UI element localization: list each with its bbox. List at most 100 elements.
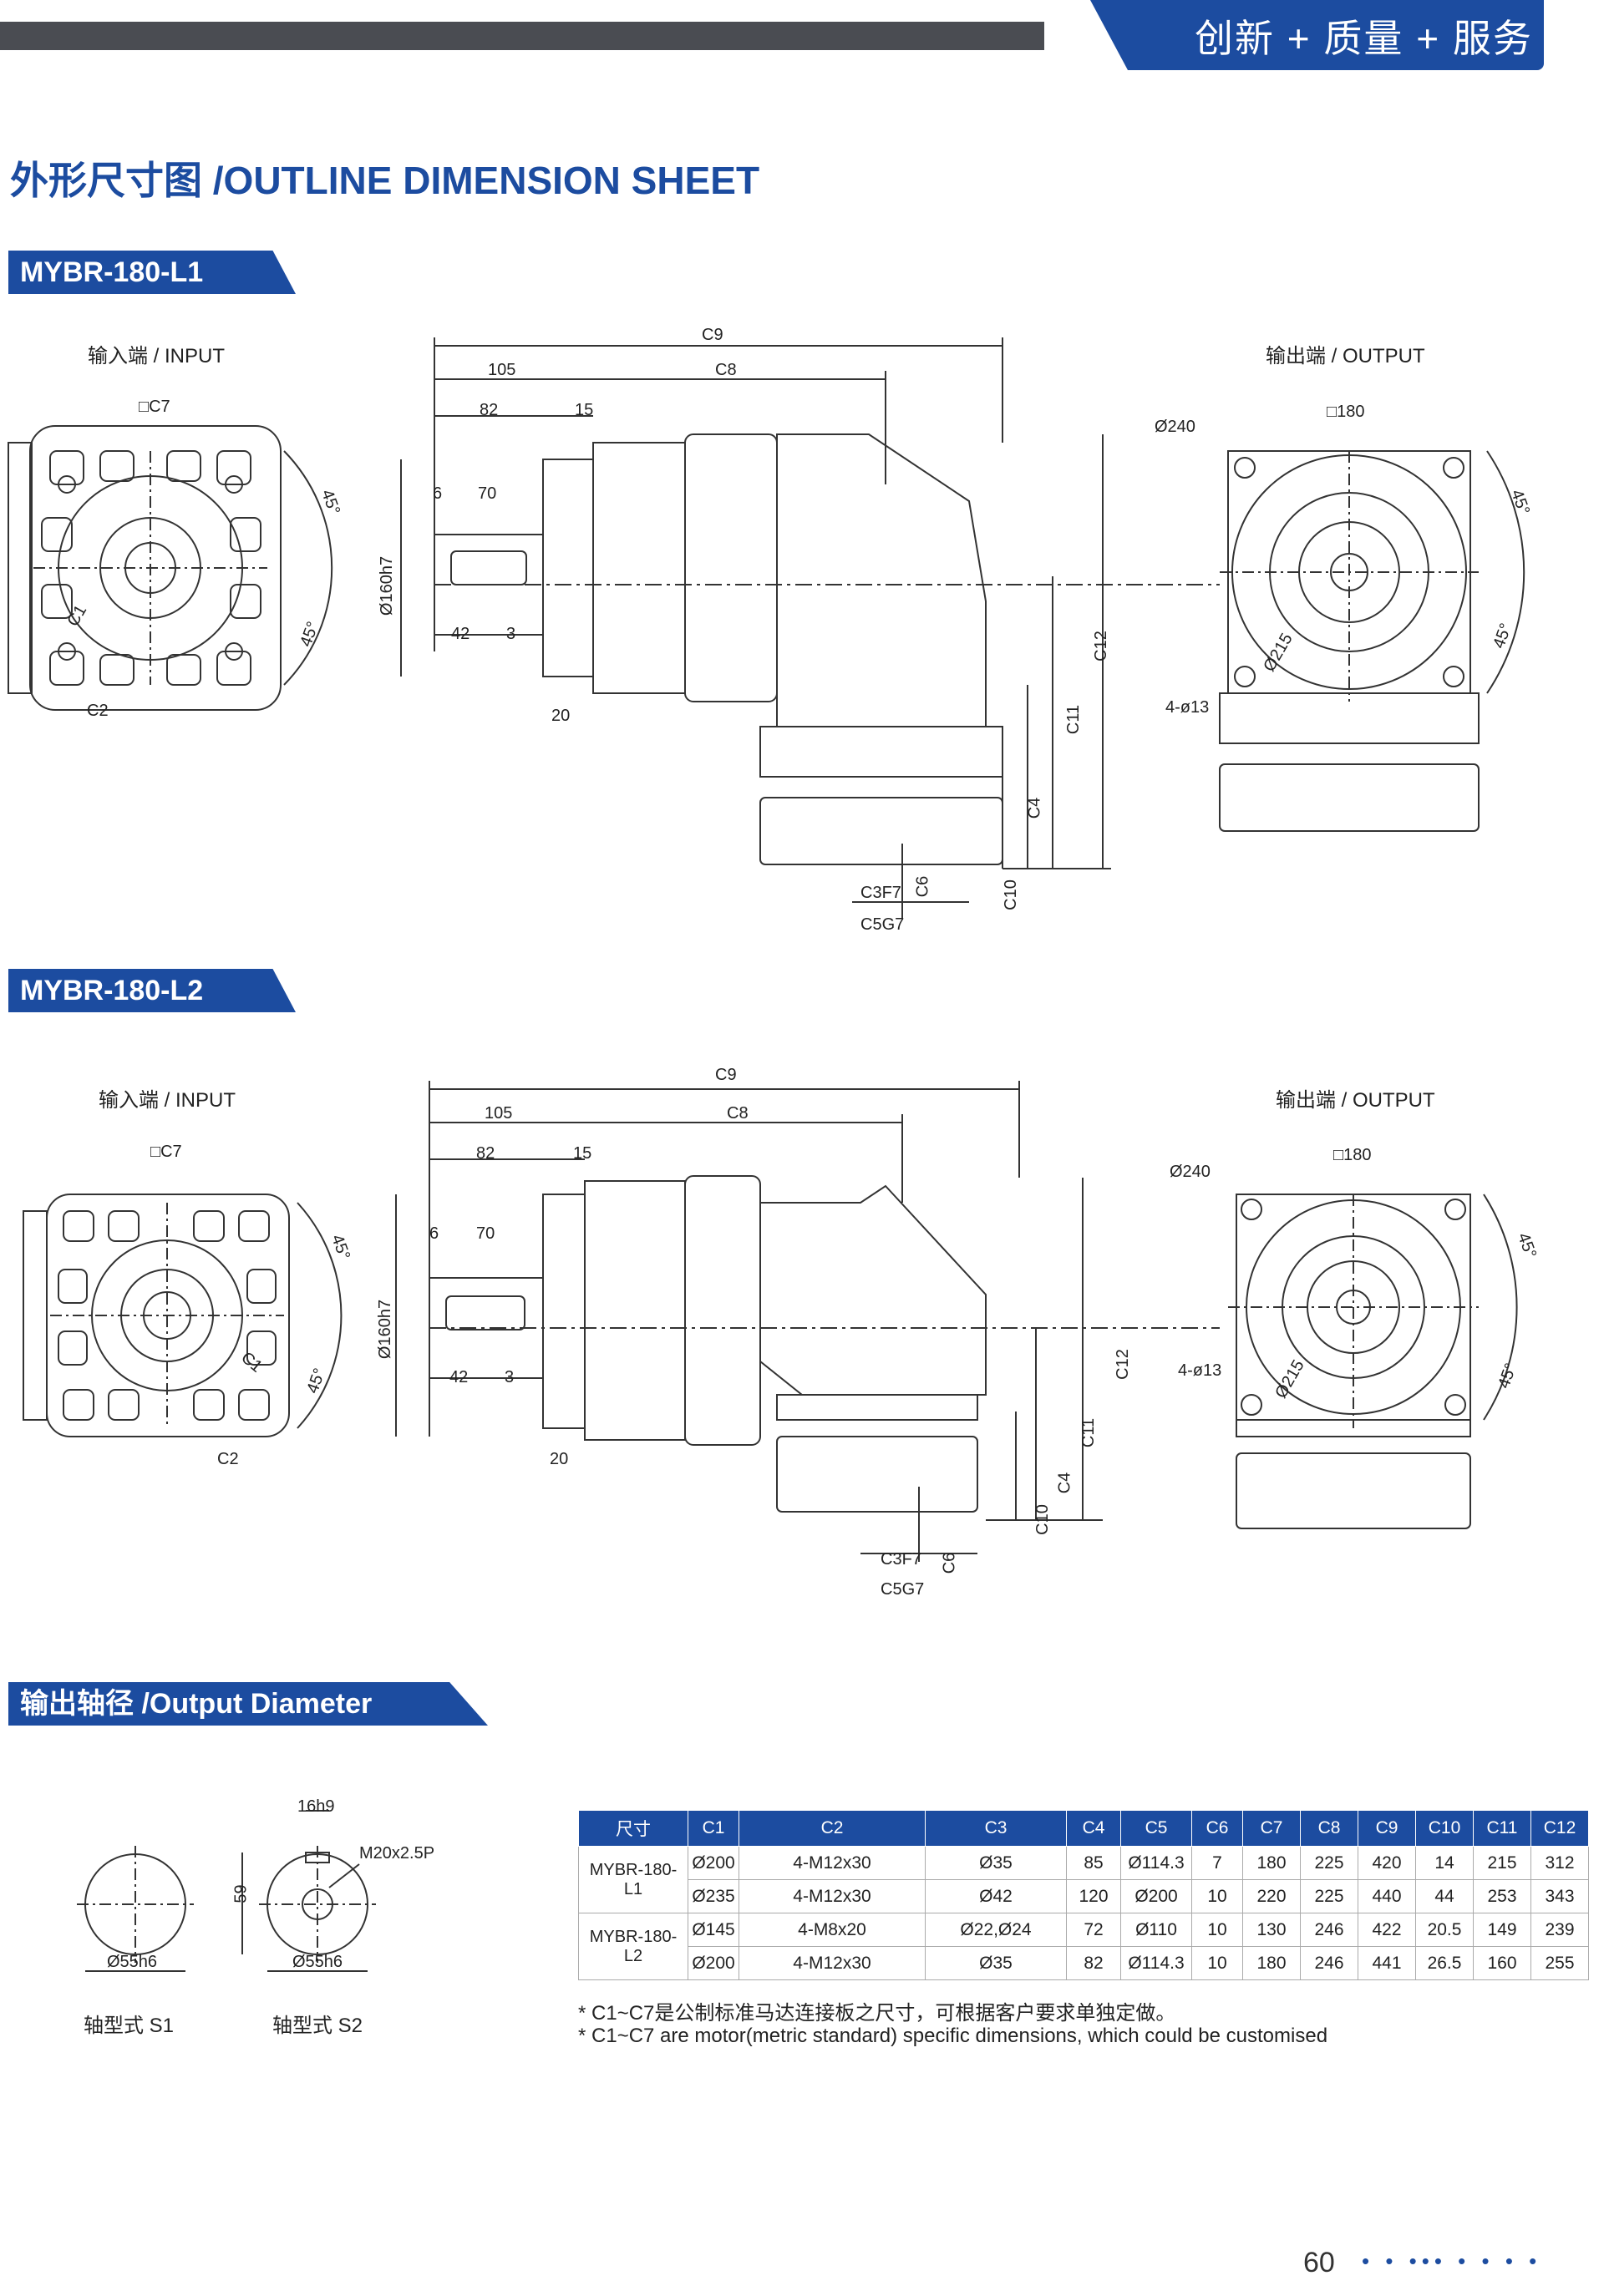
l1-dim-180: □180 [1327, 403, 1365, 421]
table-cell: 4-M8x20 [739, 1913, 926, 1947]
l2-dim-c5: C5G7 [881, 1580, 925, 1599]
table-cell: 441 [1358, 1946, 1416, 1980]
table-header: C9 [1358, 1810, 1416, 1847]
l1-input-label: 输入端 / INPUT [88, 345, 226, 367]
table-cell: 10 [1191, 1946, 1243, 1980]
page-number: 60 [1303, 2247, 1335, 2278]
shaft-s1-dim-55: Ø55h6 [107, 1953, 158, 1971]
l2-dim-105: 105 [485, 1104, 513, 1123]
brand-slogan: 创新 + 质量 + 服务 [1195, 17, 1533, 60]
table-header-row: 尺寸 C1 C2 C3 C4 C5 C6 C7 C8 C9 C10 C11 C1… [578, 1810, 1589, 1847]
table-cell: 82 [1066, 1946, 1121, 1980]
l1-side-view-drawing [400, 337, 1220, 919]
table-cell: 72 [1066, 1913, 1121, 1947]
l2-input-view-drawing [23, 1194, 343, 1437]
table-header: C10 [1415, 1810, 1474, 1847]
l1-dim-d240: Ø240 [1155, 418, 1195, 436]
table-cell: 85 [1066, 1846, 1121, 1880]
l2-dim-20: 20 [550, 1450, 569, 1468]
l1-dim-d160: Ø160h7 [378, 555, 397, 616]
table-cell: 422 [1358, 1913, 1416, 1947]
table-cell: Ø200 [688, 1846, 739, 1880]
table-cell: 180 [1242, 1946, 1301, 1980]
table-model-cell: MYBR-180-L1 [578, 1846, 688, 1913]
table-cell: 10 [1191, 1913, 1243, 1947]
table-cell: 4-M12x30 [739, 1879, 926, 1913]
table-cell: Ø35 [925, 1946, 1067, 1980]
l1-dim-6: 6 [433, 484, 443, 503]
shaft-dim-16: 16h9 [297, 1797, 335, 1816]
table-header: C5 [1120, 1810, 1192, 1847]
table-cell: 225 [1300, 1879, 1358, 1913]
l2-dim-3: 3 [505, 1368, 515, 1386]
l2-dim-c3: C3F7 [881, 1550, 921, 1569]
l1-dim-c8: C8 [715, 361, 737, 379]
l2-dim-d240: Ø240 [1170, 1163, 1211, 1181]
table-cell: Ø114.3 [1120, 1846, 1192, 1880]
table-row: Ø235 4-M12x30 Ø42 120 Ø200 10 220 225 44… [579, 1879, 1589, 1913]
dimension-table: 尺寸 C1 C2 C3 C4 C5 C6 C7 C8 C9 C10 C11 C1… [578, 1810, 1589, 1980]
table-cell: Ø200 [688, 1946, 739, 1980]
table-cell: 253 [1473, 1879, 1531, 1913]
table-cell: 255 [1530, 1946, 1589, 1980]
l1-dim-15: 15 [575, 401, 594, 419]
table-cell: 120 [1066, 1879, 1121, 1913]
page-title: 外形尺寸图 /OUTLINE DIMENSION SHEET [10, 159, 760, 202]
shaft-s2-dim-55: Ø55h6 [292, 1953, 343, 1971]
table-header: 尺寸 [578, 1810, 688, 1847]
l2-dim-70: 70 [476, 1224, 495, 1243]
table-cell: Ø235 [688, 1879, 739, 1913]
section-tag-l2: MYBR-180-L2 [8, 969, 296, 1012]
l2-dim-c7: □C7 [150, 1143, 182, 1161]
l2-dim-d160: Ø160h7 [376, 1299, 395, 1360]
l2-dim-c6: C6 [940, 1552, 959, 1574]
table-row: MYBR-180-L1 Ø200 4-M12x30 Ø35 85 Ø114.3 … [578, 1846, 1589, 1913]
l2-dim-82: 82 [476, 1144, 495, 1163]
l2-dim-c4: C4 [1055, 1472, 1074, 1494]
section-tag-output-diameter: 输出轴径 /Output Diameter [8, 1682, 488, 1726]
l2-side-view-drawing [395, 1081, 1220, 1562]
l1-dim-70: 70 [478, 484, 497, 503]
table-cell: 160 [1473, 1946, 1531, 1980]
l1-dim-c9: C9 [702, 326, 723, 344]
table-header: C4 [1066, 1810, 1121, 1847]
table-row: MYBR-180-L2 Ø145 4-M8x20 Ø22,Ø24 72 Ø110… [578, 1913, 1589, 1980]
l1-dim-c7: □C7 [139, 398, 170, 416]
l1-output-label: 输出端 / OUTPUT [1266, 345, 1425, 367]
table-cell: Ø145 [688, 1913, 739, 1947]
table-header: C8 [1300, 1810, 1358, 1847]
table-header: C1 [688, 1810, 739, 1847]
l1-dim-20: 20 [551, 707, 571, 725]
table-model-cell: MYBR-180-L2 [578, 1913, 688, 1980]
table-cell: 220 [1242, 1879, 1301, 1913]
table-cell: 420 [1358, 1846, 1416, 1880]
l2-dim-6: 6 [429, 1224, 439, 1243]
table-row: Ø200 4-M12x30 Ø35 82 Ø114.3 10 180 246 4… [579, 1946, 1589, 1980]
l2-dim-holes: 4-ø13 [1178, 1361, 1222, 1380]
section-line-l1 [8, 291, 292, 294]
page-number-dots: • • ••• • • • • [1362, 2248, 1542, 2273]
table-cell: Ø200 [1120, 1879, 1192, 1913]
l1-dim-c12: C12 [1091, 631, 1110, 661]
l2-dim-180: □180 [1333, 1146, 1372, 1164]
table-header: C3 [925, 1810, 1067, 1847]
table-header: C6 [1191, 1810, 1243, 1847]
shaft-dim-59: 59 [231, 1884, 251, 1903]
table-cell: 312 [1530, 1846, 1589, 1880]
l2-dim-c11: C11 [1079, 1417, 1099, 1448]
table-cell: 7 [1191, 1846, 1243, 1880]
table-cell: 440 [1358, 1879, 1416, 1913]
l1-dim-42: 42 [451, 625, 470, 643]
header-bar [0, 22, 1119, 50]
table-header: C12 [1530, 1810, 1589, 1847]
l1-dim-c3: C3F7 [860, 884, 901, 902]
l1-dim-82: 82 [480, 401, 499, 419]
l2-output-label: 输出端 / OUTPUT [1276, 1089, 1435, 1112]
section-tag-l1: MYBR-180-L1 [8, 251, 296, 294]
table-cell: 149 [1473, 1913, 1531, 1947]
l1-dim-c6: C6 [913, 875, 932, 898]
table-cell: 44 [1415, 1879, 1474, 1913]
table-cell: 4-M12x30 [739, 1946, 926, 1980]
table-cell: Ø22,Ø24 [925, 1913, 1067, 1947]
shaft-s1-label: 轴型式 S1 [84, 2015, 175, 2037]
